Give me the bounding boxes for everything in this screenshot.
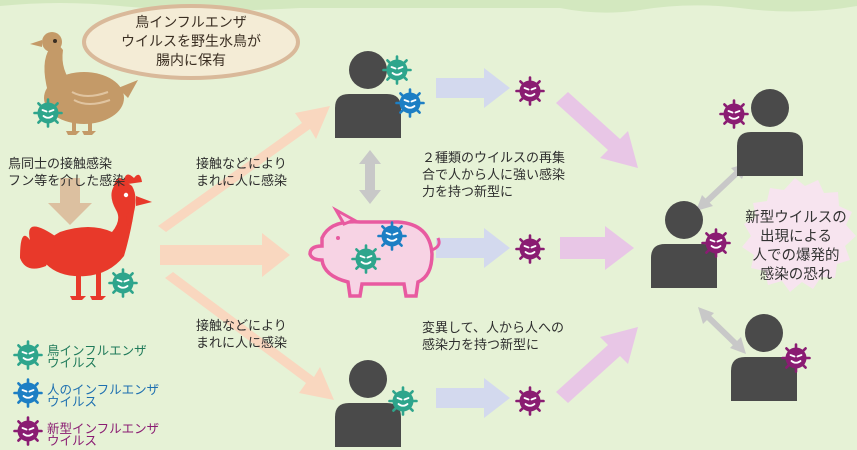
arrow-rooster-to-top-person <box>158 106 330 232</box>
reassortment-text: ２種類のウイルスの再集 合で人から人に強い感染 力を持つ新型に <box>422 151 566 200</box>
bird-info-bubble <box>82 4 300 80</box>
arrow-blue-bottom <box>436 378 510 418</box>
bird-flu-virus-bottom-person <box>390 388 417 415</box>
bird-flu-virus-top-person <box>384 57 411 84</box>
human-flu-virus-on-pig <box>379 223 406 250</box>
arrow-purple-middle <box>560 226 634 270</box>
legend-human-flu-label: 人のインフルエンザ ウイルス <box>47 382 160 409</box>
bird-flu-virus-on-rooster <box>110 270 137 297</box>
bird-flu-virus-icon <box>15 342 42 369</box>
new-flu-virus-middle <box>517 236 544 263</box>
rooster-icon <box>20 174 152 300</box>
human-flu-virus-icon <box>15 380 42 407</box>
mutation-text: 変異して、人から人への 感染力を持つ新型に <box>422 321 564 353</box>
new-flu-virus-bottom <box>517 388 544 415</box>
arrow-rooster-to-bottom-person <box>165 272 334 400</box>
contact-bottom-text: 接触などにより まれに人に感染 <box>196 319 288 351</box>
new-flu-virus-bottom-right-person <box>783 345 810 372</box>
duck-icon <box>30 32 138 135</box>
arrow-blue-middle <box>436 228 510 268</box>
arrow-rooster-to-pig <box>160 233 290 277</box>
arrow-purple-bottom <box>556 327 638 403</box>
bird-bubble-text: 鳥インフルエンザ ウイルスを野生水鳥が 腸内に保有 <box>121 15 261 69</box>
pandemic-text: 新型ウイルスの 出現による 人での爆発的 感染の恐れ <box>745 210 847 283</box>
arrow-blue-top <box>436 68 510 108</box>
bird-flu-virus-on-pig <box>353 246 380 273</box>
bird-flu-virus-on-duck <box>35 100 62 127</box>
legend-new-flu-label: 新型インフルエンザ ウイルス <box>47 421 160 448</box>
new-flu-virus-icon <box>15 418 42 445</box>
new-flu-virus-center-person <box>703 230 730 257</box>
person-top-right-icon <box>737 89 803 176</box>
arrow-center-to-bottom-right <box>698 307 746 354</box>
person-bottom-icon <box>335 360 401 447</box>
bird-to-bird-text: 鳥同士の接触感染 フン等を介した感染 <box>8 157 126 189</box>
contact-top-text: 接触などにより まれに人に感染 <box>196 157 288 189</box>
pandemic-burst <box>742 178 856 292</box>
human-flu-virus-top-person <box>397 90 424 117</box>
arrow-purple-top <box>556 92 638 168</box>
new-flu-virus-top-right-person <box>721 101 748 128</box>
new-flu-virus-top <box>517 78 544 105</box>
arrow-top-person-to-pig <box>359 150 381 204</box>
legend-bird-flu-label: 鳥インフルエンザ ウイルス <box>47 343 147 370</box>
arrow-duck-to-rooster <box>48 178 92 225</box>
